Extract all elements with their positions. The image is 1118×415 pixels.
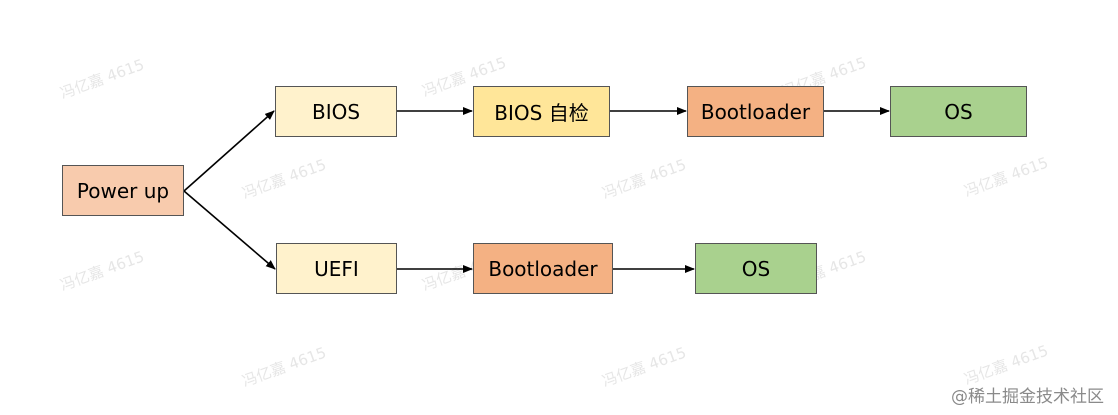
node-bios-selftest: BIOS 自检 xyxy=(473,86,610,137)
node-os-top: OS xyxy=(890,86,1027,137)
node-bootloader-top: Bootloader xyxy=(687,86,824,137)
edge-power-to-bios xyxy=(183,110,275,192)
node-power-up-label: Power up xyxy=(76,178,170,203)
node-bootloader-bottom-label: Bootloader xyxy=(488,256,598,281)
node-os-top-label: OS xyxy=(944,99,973,124)
brand-label: @稀土掘金技术社区 xyxy=(951,387,1104,407)
node-bios-label: BIOS xyxy=(311,99,361,124)
node-os-bottom-label: OS xyxy=(741,256,771,281)
node-uefi: UEFI xyxy=(276,243,397,294)
node-bootloader-bottom: Bootloader xyxy=(473,243,613,294)
node-bios-selftest-label: BIOS 自检 xyxy=(494,101,589,125)
node-power-up: Power up xyxy=(62,165,184,216)
node-os-bottom: OS xyxy=(695,243,817,294)
node-uefi-label: UEFI xyxy=(314,256,359,281)
node-bootloader-top-label: Bootloader xyxy=(700,99,811,124)
edge-power-to-uefi xyxy=(183,190,276,270)
node-bios: BIOS xyxy=(275,86,397,137)
